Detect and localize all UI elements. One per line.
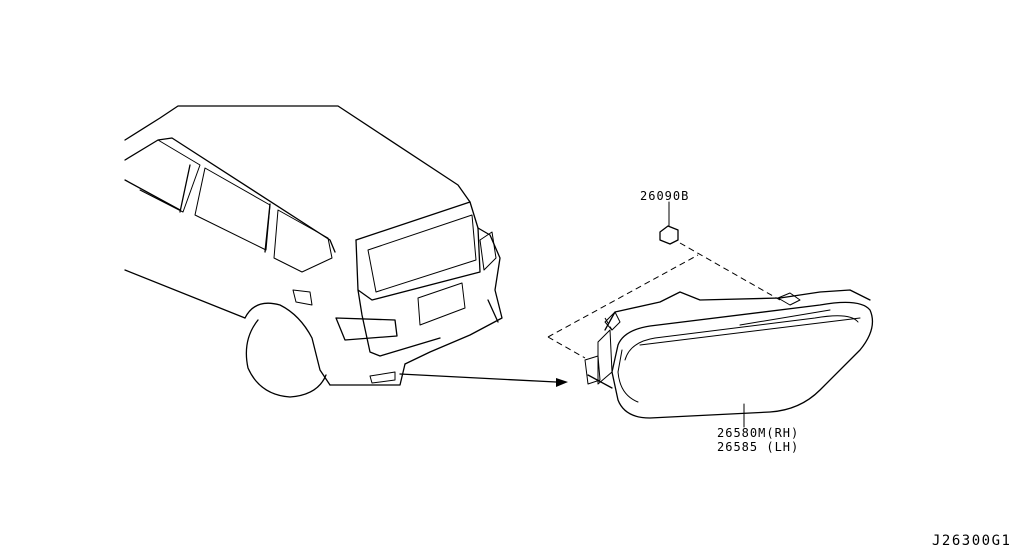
bolt-illustration	[659, 201, 679, 245]
installation-guides	[547, 242, 781, 359]
fog-lamp-illustration	[584, 289, 874, 428]
part-number-bolt: 26090B	[640, 189, 690, 203]
diagram-id: J26300G1	[932, 533, 1012, 549]
part-number-lamp: 26580M(RH)26585 (LH)	[717, 426, 799, 454]
part-number-lamp-rh: 26580M(RH)	[717, 426, 800, 440]
callout-arrow	[399, 373, 568, 387]
vehicle-illustration	[124, 105, 503, 398]
part-number-lamp-lh: 26585 (LH)	[717, 440, 800, 454]
